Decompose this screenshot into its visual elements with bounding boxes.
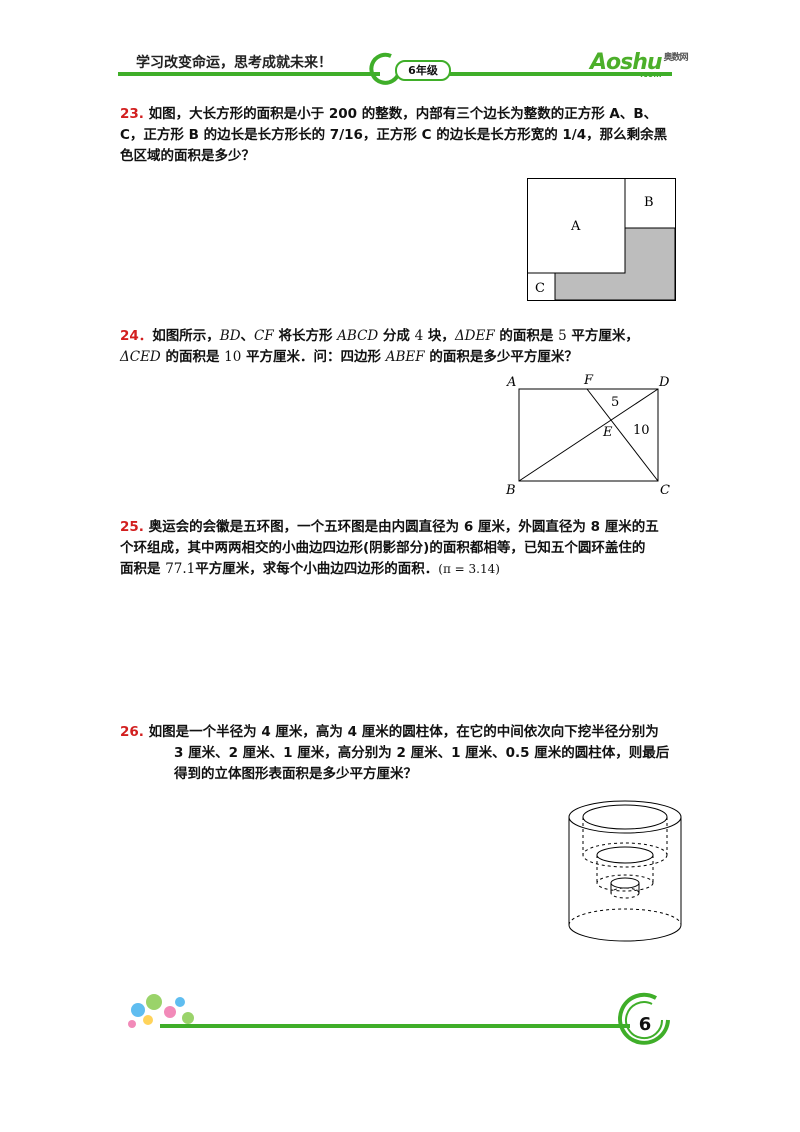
label-b: B bbox=[505, 483, 516, 498]
figure-q23: A B C bbox=[527, 178, 676, 301]
figure-q26-cylinder bbox=[568, 800, 682, 942]
label-b: B bbox=[644, 195, 654, 210]
header-slogan: 学习改变命运，思考成就未来！ bbox=[136, 55, 332, 71]
label-area-5: 5 bbox=[611, 395, 619, 410]
label-e: E bbox=[602, 425, 613, 440]
header-divider-left bbox=[118, 72, 380, 76]
label-area-10: 10 bbox=[633, 423, 650, 438]
logo-sub: .com bbox=[640, 70, 662, 79]
grade-badge: 6年级 bbox=[395, 60, 451, 81]
label-c: C bbox=[660, 483, 670, 498]
question-24: 24．如图所示，BD、CF 将长方形 ABCD 分成 4 块，ΔDEF 的面积是… bbox=[120, 328, 639, 365]
question-number: 23. bbox=[120, 106, 144, 122]
label-f: F bbox=[583, 373, 594, 388]
flower-decoration-icon bbox=[128, 994, 194, 1028]
question-text: 色区域的面积是多少？ bbox=[120, 148, 255, 164]
label-c: C bbox=[535, 281, 545, 296]
header-swirl-icon bbox=[369, 52, 401, 85]
label-d: D bbox=[658, 375, 670, 390]
question-26: 26. 如图是一个半径为 4 厘米，高为 4 厘米的圆柱体，在它的中间依次向下挖… bbox=[120, 724, 670, 782]
page-number-swirl-icon bbox=[618, 992, 670, 1045]
page-number: 6 bbox=[638, 1014, 652, 1035]
footer-divider bbox=[160, 1024, 630, 1028]
question-text: C，正方形 B 的边长是长方形长的 7/16，正方形 C 的边长是长方形宽的 1… bbox=[120, 127, 668, 143]
label-a: A bbox=[506, 375, 516, 390]
label-a: A bbox=[570, 219, 581, 234]
question-number: 25. bbox=[120, 519, 144, 535]
figure-q24: A F D E B C 5 10 bbox=[505, 373, 670, 498]
header-divider-right bbox=[440, 72, 672, 76]
question-text: 如图，大长方形的面积是小于 200 的整数，内部有三个边长为整数的正方形 A、B… bbox=[148, 106, 658, 122]
question-number: 24． bbox=[120, 328, 153, 344]
question-number: 26. bbox=[120, 724, 144, 740]
question-23: 23. 如图，大长方形的面积是小于 200 的整数，内部有三个边长为整数的正方形… bbox=[120, 104, 680, 167]
question-25: 25. 奥运会的会徽是五环图，一个五环图是由内圆直径为 6 厘米，外圆直径为 8… bbox=[120, 519, 659, 577]
